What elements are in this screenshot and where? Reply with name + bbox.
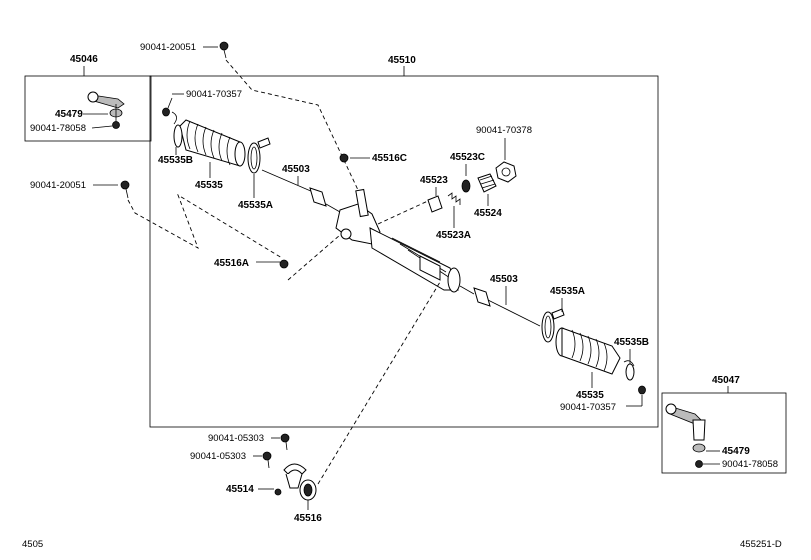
label-90041-05303-a[interactable]: 90041-05303: [208, 433, 264, 444]
tie-rod-end-right[interactable]: [665, 403, 706, 468]
label-45479-right[interactable]: 45479: [722, 446, 750, 457]
label-45535-left[interactable]: 45535: [195, 180, 223, 191]
bolt-90041-20051-left[interactable]: [120, 180, 130, 199]
bush-45516A[interactable]: [279, 259, 289, 269]
clamp-45535B-right[interactable]: [623, 360, 635, 381]
clamp-45535A-right[interactable]: [541, 308, 565, 343]
label-45510[interactable]: 45510: [388, 55, 416, 66]
label-45479-left[interactable]: 45479: [55, 109, 83, 120]
bolt-90041-20051-top[interactable]: [219, 41, 229, 59]
label-90041-70357-top[interactable]: 90041-70357: [186, 89, 242, 100]
guide-45523[interactable]: [427, 195, 443, 213]
spring-45523A[interactable]: [447, 192, 461, 205]
label-45535B-left[interactable]: 45535B: [158, 155, 193, 166]
adjuster-45524[interactable]: [477, 173, 497, 193]
label-90041-78058-left[interactable]: 90041-78058: [30, 123, 86, 134]
cotter-pin-right[interactable]: [638, 385, 646, 395]
label-45535A-left[interactable]: 45535A: [238, 200, 273, 211]
label-90041-70357-bottom[interactable]: 90041-70357: [560, 402, 616, 413]
label-45535B-right[interactable]: 45535B: [614, 337, 649, 348]
steering-rack-housing[interactable]: [335, 188, 461, 293]
boot-45535-right[interactable]: [555, 327, 621, 375]
label-45535-right[interactable]: 45535: [576, 390, 604, 401]
clamp-45535A-left[interactable]: [247, 137, 271, 174]
group-45046-frame: [24, 75, 152, 142]
nut-45516C[interactable]: [339, 153, 349, 163]
label-90041-20051-left[interactable]: 90041-20051: [30, 180, 86, 191]
label-45514[interactable]: 45514: [226, 484, 254, 495]
label-45516C[interactable]: 45516C: [372, 153, 407, 164]
locknut-90041-70378[interactable]: [495, 161, 517, 183]
label-45524[interactable]: 45524: [474, 208, 502, 219]
bolt-90041-05303-b[interactable]: [262, 451, 272, 469]
label-45523A[interactable]: 45523A: [436, 230, 471, 241]
footer-code-left: 4505: [22, 539, 43, 550]
label-45047[interactable]: 45047: [712, 375, 740, 386]
tie-rod-end-left[interactable]: [87, 91, 125, 129]
washer-45523C[interactable]: [461, 179, 471, 193]
label-45523C[interactable]: 45523C: [450, 152, 485, 163]
label-45046[interactable]: 45046: [70, 54, 98, 65]
label-90041-05303-b[interactable]: 90041-05303: [190, 451, 246, 462]
label-45503-mid[interactable]: 45503: [490, 274, 518, 285]
label-45503-top[interactable]: 45503: [282, 164, 310, 175]
cotter-pin-left[interactable]: [162, 107, 177, 125]
tie-rod-45503-right[interactable]: [459, 285, 541, 327]
label-90041-20051-top[interactable]: 90041-20051: [140, 42, 196, 53]
bolt-90041-05303-a[interactable]: [280, 433, 290, 451]
clamp-45535B-left[interactable]: [173, 124, 183, 148]
footer-code-right: 455251-D: [740, 539, 782, 550]
label-45516A[interactable]: 45516A: [214, 258, 249, 269]
group-45047-frame: [661, 392, 787, 474]
label-45516[interactable]: 45516: [294, 513, 322, 524]
boot-45535-left[interactable]: [179, 119, 246, 167]
label-90041-70378[interactable]: 90041-70378: [476, 125, 532, 136]
tie-rod-45503-left[interactable]: [261, 169, 341, 213]
label-90041-78058-right[interactable]: 90041-78058: [722, 459, 778, 470]
label-45535A-right[interactable]: 45535A: [550, 286, 585, 297]
bracket-45514[interactable]: [283, 463, 307, 489]
label-45523[interactable]: 45523: [420, 175, 448, 186]
bush-45516[interactable]: [299, 479, 317, 501]
